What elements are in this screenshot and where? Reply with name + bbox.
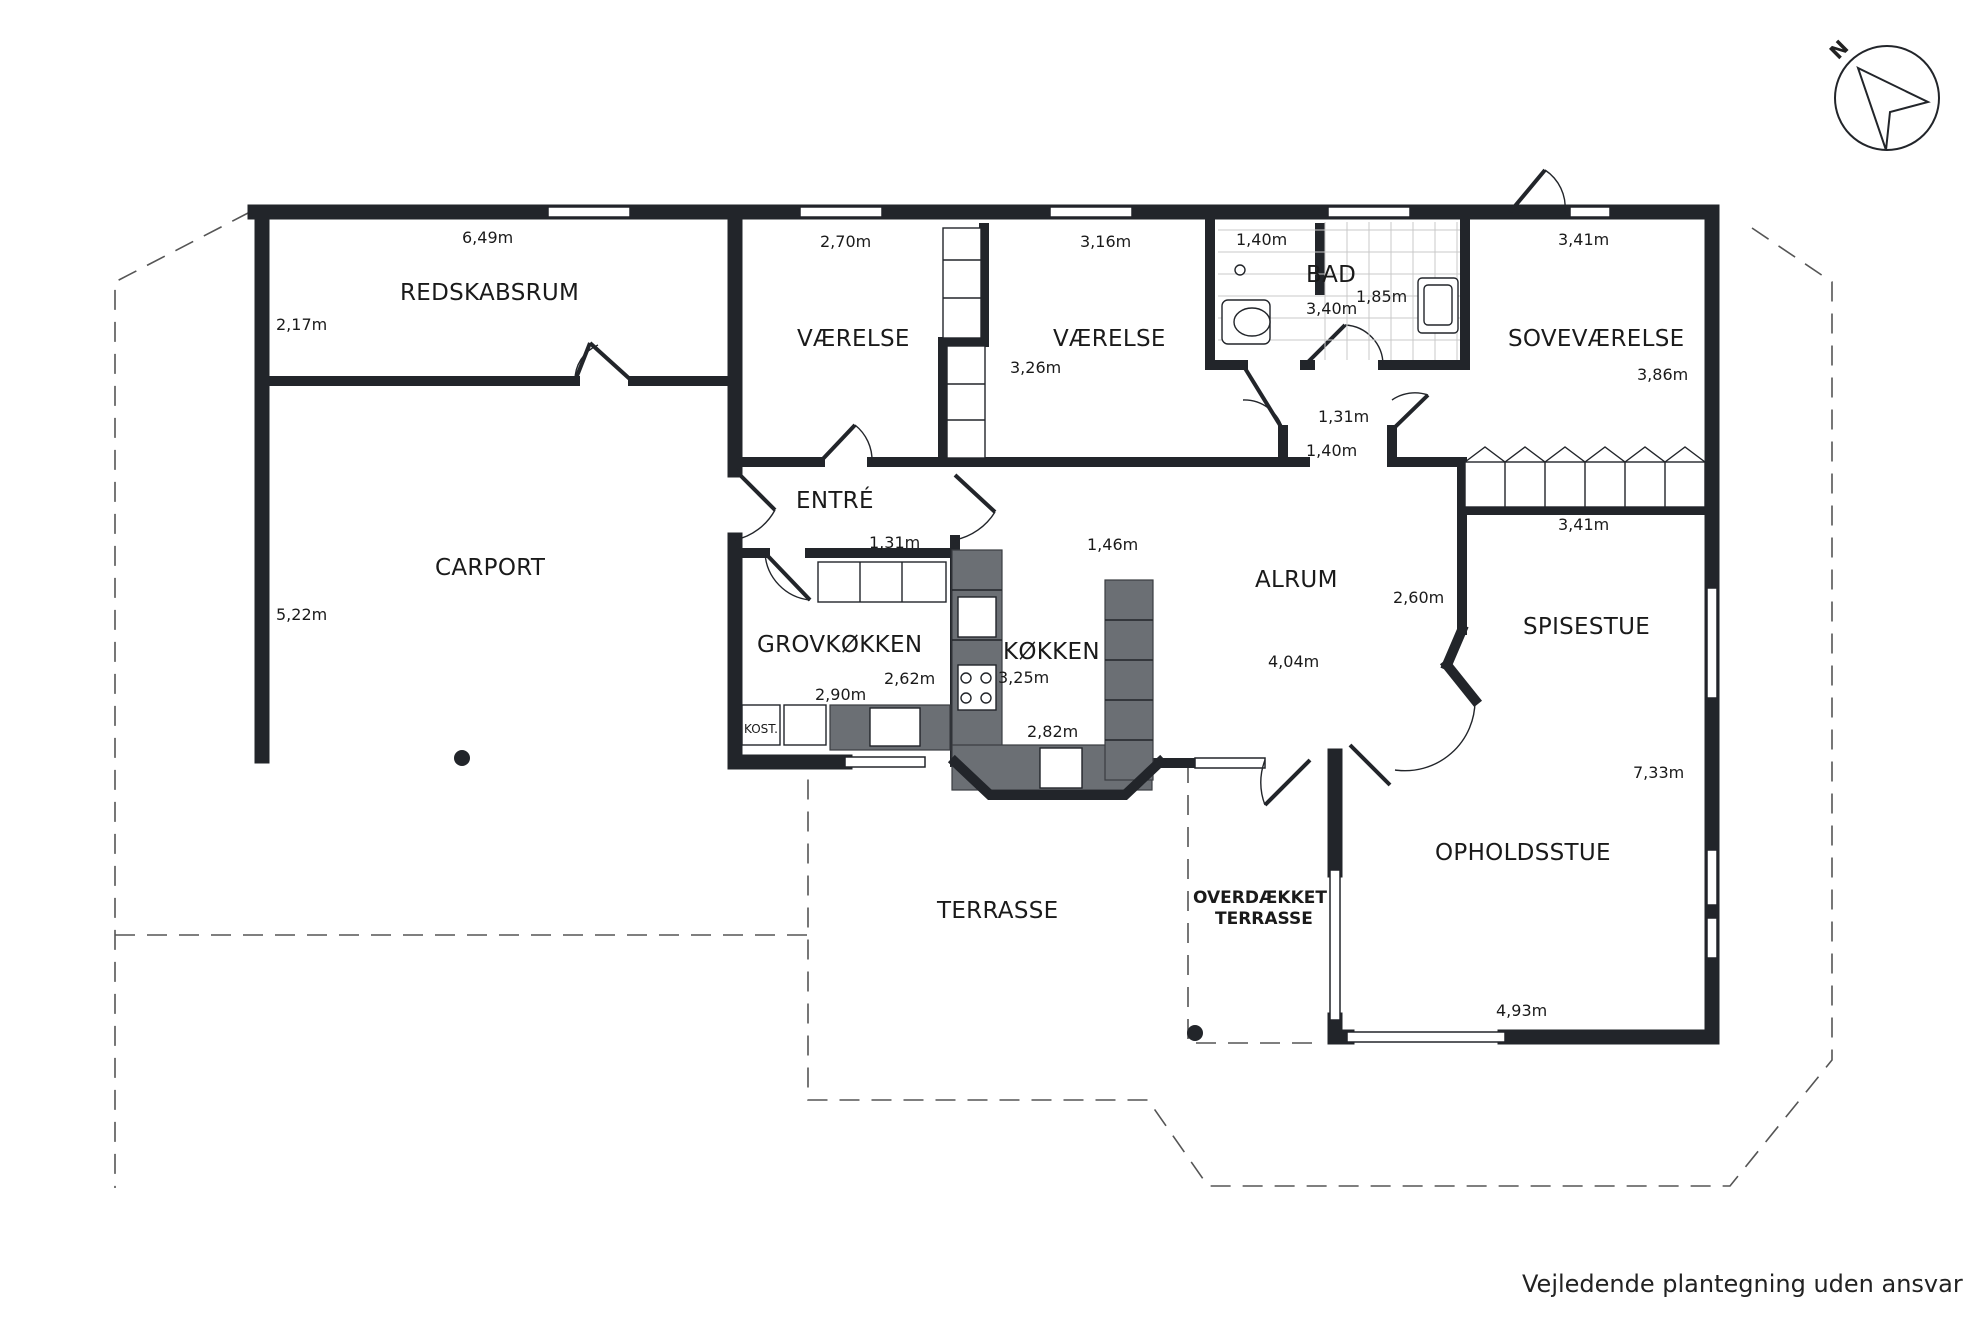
dimension-labels: 6,49m 2,17m 5,22m 2,70m 3,16m 3,26m 1,40… [276,228,1688,1020]
label-alrum: ALRUM [1255,567,1338,593]
dim-hall-l: 1,40m [1306,441,1357,460]
dim-grov-h: 2,62m [884,669,935,688]
dim-entre-w: 1,31m [869,533,920,552]
dim-sove-h: 3,86m [1637,365,1688,384]
label-bad: BAD [1306,262,1356,288]
bathroom-fixtures [1218,222,1460,360]
dim-redskabsrum-h: 2,17m [276,315,327,334]
dim-vaerelse2-h: 3,26m [1010,358,1061,377]
disclaimer-text: Vejledende plantegning uden ansvar [1522,1270,1963,1298]
label-kost: KOST. [744,722,778,736]
windows [547,206,1718,1043]
room-labels: REDSKABSRUM CARPORT VÆRELSE VÆRELSE BAD … [400,262,1684,929]
dim-kokken-w: 2,82m [1027,722,1078,741]
dim-alrum-h: 2,60m [1393,588,1444,607]
plot-outline [114,211,1833,1188]
dim-vaerelse1-w: 2,70m [820,232,871,251]
doors [573,168,1566,807]
dim-ophold-h: 7,33m [1633,763,1684,782]
dim-carport-h: 5,22m [276,605,327,624]
wardrobes [942,227,1706,508]
dim-alrum-top: 1,46m [1087,535,1138,554]
label-carport: CARPORT [435,555,546,581]
label-spisestue: SPISESTUE [1523,614,1650,640]
dim-bad-l: 3,40m [1306,299,1357,318]
label-entre: ENTRÉ [796,486,874,514]
label-overdaekket-1: OVERDÆKKET [1193,888,1327,908]
dim-spise-w: 3,41m [1558,515,1609,534]
label-terrasse: TERRASSE [936,898,1058,924]
dim-grov-w: 2,90m [815,685,866,704]
dim-kokken-h: 3,25m [998,668,1049,687]
posts [454,750,1203,1041]
dim-redskabsrum-w: 6,49m [462,228,513,247]
dim-bad-h: 1,85m [1356,287,1407,306]
dim-ophold-w: 4,93m [1496,1001,1547,1020]
dim-vaerelse2-w: 3,16m [1080,232,1131,251]
label-vaerelse-1: VÆRELSE [797,326,910,352]
kitchen-counters [741,549,1168,800]
dim-alrum-w: 4,04m [1268,652,1319,671]
compass-north-label: N [1825,35,1854,64]
label-kokken: KØKKEN [1003,639,1100,665]
label-vaerelse-2: VÆRELSE [1053,326,1166,352]
label-redskabsrum: REDSKABSRUM [400,280,579,306]
dim-hall-w: 1,31m [1318,407,1369,426]
dim-sove-w: 3,41m [1558,230,1609,249]
label-opholdsstue: OPHOLDSSTUE [1435,840,1611,866]
label-grovkokken: GROVKØKKEN [757,632,922,658]
label-overdaekket-2: TERRASSE [1215,909,1313,929]
dim-bad-w: 1,40m [1236,230,1287,249]
label-sovevaerelse: SOVEVÆRELSE [1508,326,1684,352]
compass-icon: N [1825,35,1940,151]
